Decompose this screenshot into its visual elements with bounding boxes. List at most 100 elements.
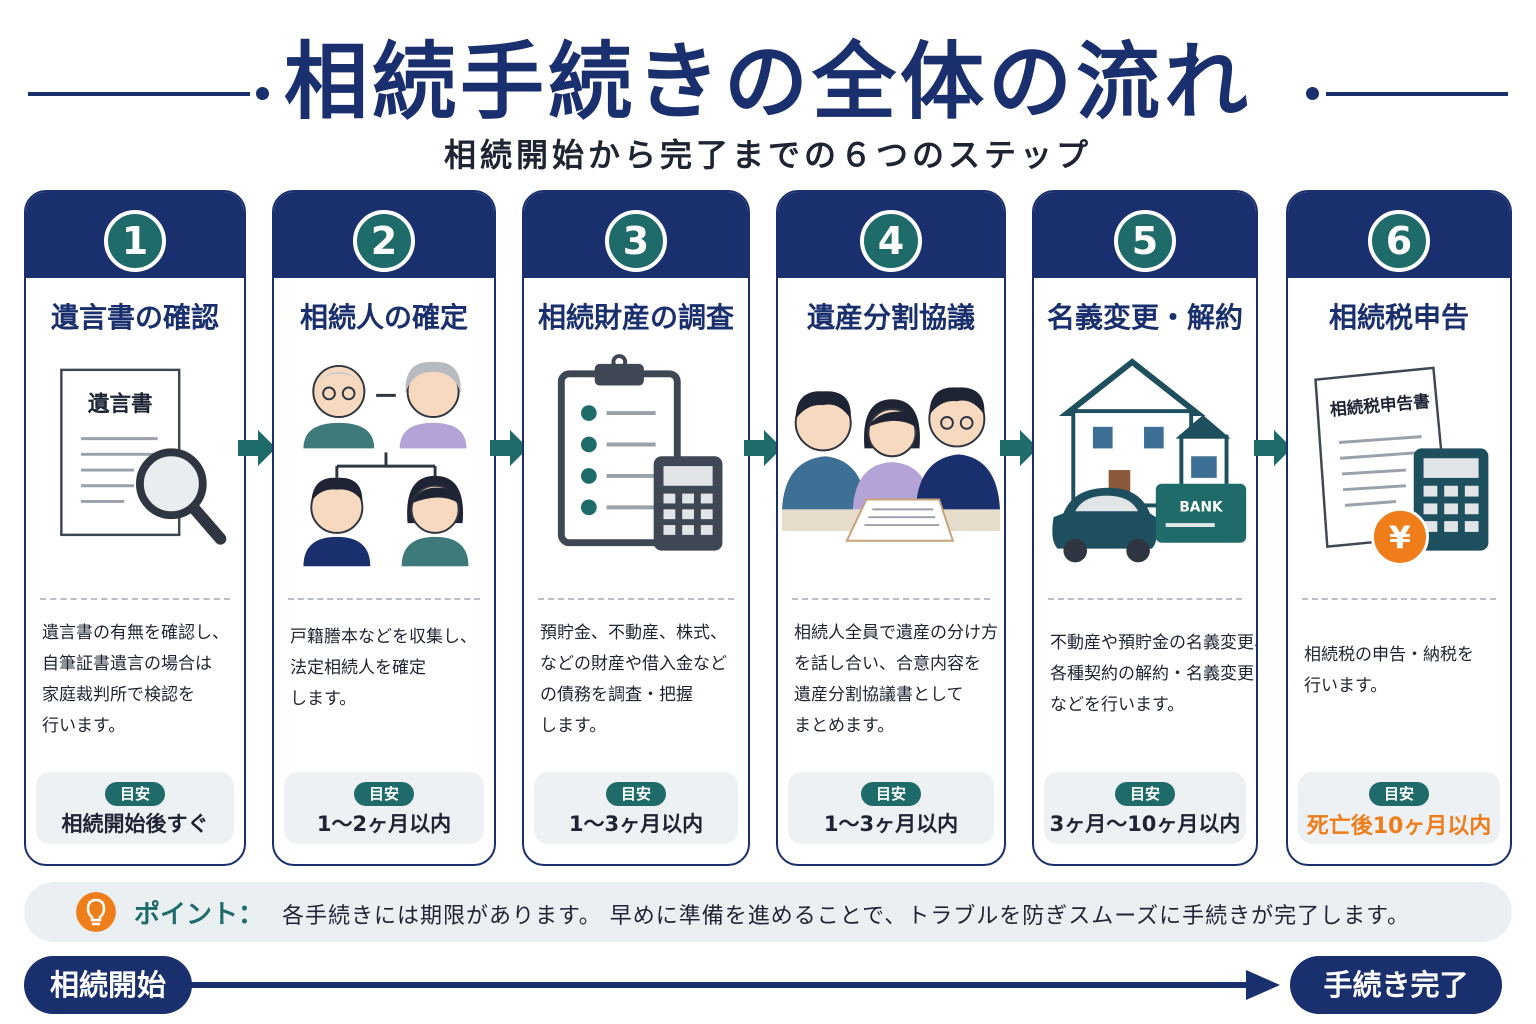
- step-divider: [1302, 598, 1496, 600]
- step-divider: [538, 598, 734, 600]
- meyasu-value: 死亡後10ヶ月以内: [1306, 814, 1492, 839]
- step-description: 預貯金、不動産、株式、 などの財産や借入金など の債務を調査・把握 します。: [540, 618, 738, 742]
- point-label: ポイント：: [134, 900, 265, 930]
- step-description: 相続税の申告・納税を 行います。: [1304, 640, 1500, 702]
- step-header: 3: [524, 192, 748, 278]
- title-line-left: [28, 92, 250, 96]
- meyasu-tag: 目安: [861, 782, 921, 806]
- meeting-people-icon: [781, 387, 1001, 542]
- desc-line: します。: [290, 689, 357, 709]
- title-dot-left: [256, 87, 269, 100]
- bank-card-label: BANK: [1179, 499, 1224, 515]
- lightbulb-icon: [76, 892, 116, 932]
- step-description: 相続人全員で遺産の分け方 を話し合い、合意内容を 遺産分割協議書として まとめま…: [794, 618, 998, 742]
- meyasu-box: 目安 1〜2ヶ月以内: [284, 772, 484, 844]
- arrow-right-icon: [744, 430, 782, 466]
- desc-line: 行います。: [1304, 676, 1388, 696]
- step-number: 1: [104, 210, 166, 272]
- step-header: 2: [274, 192, 494, 278]
- meyasu-tag: 目安: [105, 782, 165, 806]
- house-car-bank-icon: BANK: [1052, 358, 1247, 563]
- step-number: 2: [353, 210, 415, 272]
- desc-line: まとめます。: [794, 716, 895, 736]
- title-line-right: [1326, 92, 1508, 96]
- meyasu-box: 目安 3ヶ月〜10ヶ月以内: [1044, 772, 1246, 844]
- meyasu-value: 相続開始後すぐ: [61, 812, 209, 836]
- meyasu-tag: 目安: [606, 782, 666, 806]
- step-title: 名義変更・解約: [1046, 301, 1243, 334]
- meyasu-box: 目安 死亡後10ヶ月以内: [1298, 772, 1500, 844]
- arrow-right-icon: [1254, 430, 1292, 466]
- meyasu-box: 目安 1〜3ヶ月以内: [788, 772, 994, 844]
- desc-line: の債務を調査・把握: [540, 685, 693, 705]
- meyasu-tag: 目安: [1369, 782, 1429, 806]
- step-divider: [792, 598, 990, 600]
- step-card-3: 3 相続財産の調査 預貯金、不動産、株式、 などの財産や借入金など の債務を調査…: [522, 190, 750, 866]
- meyasu-tag: 目安: [1115, 782, 1175, 806]
- step-card-5: 5 名義変更・解約 BANK 不動産や預貯金の名義変更、 各種契約の解約・名義変…: [1032, 190, 1258, 866]
- desc-line: 自筆証書遺言の場合は: [42, 654, 212, 674]
- step-card-2: 2 相続人の確定 戸籍謄本などを収集し、 法定相続人を確定 します。 目安 1〜: [272, 190, 496, 866]
- desc-line: を話し合い、合意内容を: [794, 654, 981, 674]
- meyasu-value: 1〜2ヶ月以内: [316, 812, 452, 836]
- desc-line: します。: [540, 716, 607, 736]
- desc-line: 家庭裁判所で検認を: [42, 685, 195, 705]
- document-magnifier-icon: 遺言書: [60, 368, 227, 545]
- meyasu-box: 目安 1〜3ヶ月以内: [534, 772, 738, 844]
- step-number: 5: [1114, 210, 1176, 272]
- step-header: 5: [1034, 192, 1256, 278]
- step-number: 4: [860, 210, 922, 272]
- clipboard-calculator-icon: [557, 354, 723, 551]
- desc-line: 遺言書の有無を確認し、: [42, 623, 229, 643]
- step-number: 3: [605, 210, 667, 272]
- page-title: 相続手続きの全体の流れ: [283, 33, 1252, 131]
- desc-line: 各種契約の解約・名義変更: [1050, 664, 1254, 684]
- step-title: 遺言書の確認: [50, 301, 219, 334]
- step-divider: [1048, 598, 1242, 600]
- point-text: 各手続きには期限があります。 早めに準備を進めることで、トラブルを防ぎスムーズに…: [282, 904, 1410, 929]
- desc-line: 相続人全員で遺産の分け方: [794, 623, 998, 643]
- desc-line: などを行います。: [1050, 695, 1185, 715]
- desc-line: 不動産や預貯金の名義変更、: [1050, 633, 1258, 653]
- step-title: 相続財産の調査: [537, 301, 734, 334]
- step-description: 戸籍謄本などを収集し、 法定相続人を確定 します。: [290, 622, 484, 715]
- meyasu-value: 3ヶ月〜10ヶ月以内: [1049, 812, 1241, 836]
- timeline: 相続開始 手続き完了: [0, 950, 1536, 1020]
- desc-line: 行います。: [42, 716, 126, 736]
- step-header: 1: [26, 192, 244, 278]
- title-dot-right: [1306, 87, 1319, 100]
- step-divider: [40, 598, 230, 600]
- desc-line: 法定相続人を確定: [290, 658, 426, 678]
- meyasu-box: 目安 相続開始後すぐ: [36, 772, 234, 844]
- step-description: 遺言書の有無を確認し、 自筆証書遺言の場合は 家庭裁判所で検認を 行います。: [42, 618, 234, 742]
- timeline-start: 相続開始: [24, 956, 192, 1014]
- document-label: 遺言書: [88, 391, 153, 417]
- tax-document-calculator-icon: 相続税申告書 ¥: [1314, 366, 1489, 566]
- step-title: 相続税申告: [1328, 301, 1469, 334]
- arrow-right-icon: [1246, 970, 1280, 1000]
- step-divider: [288, 598, 480, 600]
- step-title: 相続人の確定: [299, 301, 468, 334]
- desc-line: 預貯金、不動産、株式、: [540, 623, 727, 643]
- title-row: 相続手続きの全体の流れ: [0, 18, 1536, 131]
- step-description: 不動産や預貯金の名義変更、 各種契約の解約・名義変更 などを行います。: [1050, 628, 1258, 721]
- point-bar: ポイント： 各手続きには期限があります。 早めに準備を進めることで、トラブルを防…: [24, 882, 1512, 942]
- timeline-end: 手続き完了: [1290, 956, 1502, 1014]
- desc-line: などの財産や借入金など: [540, 654, 727, 674]
- step-title: 遺産分割協議: [806, 301, 975, 334]
- step-card-1: 1 遺言書の確認 遺言書 遺言書の有無を確認し、 自筆証書遺言の場合は 家庭裁判…: [24, 190, 246, 866]
- yen-icon: ¥: [1389, 521, 1411, 557]
- meyasu-value: 1〜3ヶ月以内: [823, 812, 959, 836]
- step-card-6: 6 相続税申告 相続税申告書 ¥ 相続税の申告・納税を 行います。 目安 死亡後…: [1286, 190, 1512, 866]
- timeline-line: [180, 982, 1260, 988]
- step-card-4: 4 遺産分割協議 相続人全員で遺産の分け方 を話し合い、合意内容を 遺産分割協議…: [776, 190, 1006, 866]
- arrow-right-icon: [490, 430, 528, 466]
- meyasu-value: 1〜3ヶ月以内: [568, 812, 704, 836]
- desc-line: 相続税の申告・納税を: [1304, 645, 1474, 665]
- arrow-right-icon: [238, 430, 276, 466]
- arrow-right-icon: [1000, 430, 1038, 466]
- step-header: 4: [778, 192, 1004, 278]
- family-tree-icon: [303, 361, 469, 567]
- desc-line: 戸籍謄本などを収集し、: [290, 627, 477, 647]
- page-subtitle: 相続開始から完了までの６つのステップ: [443, 136, 1092, 174]
